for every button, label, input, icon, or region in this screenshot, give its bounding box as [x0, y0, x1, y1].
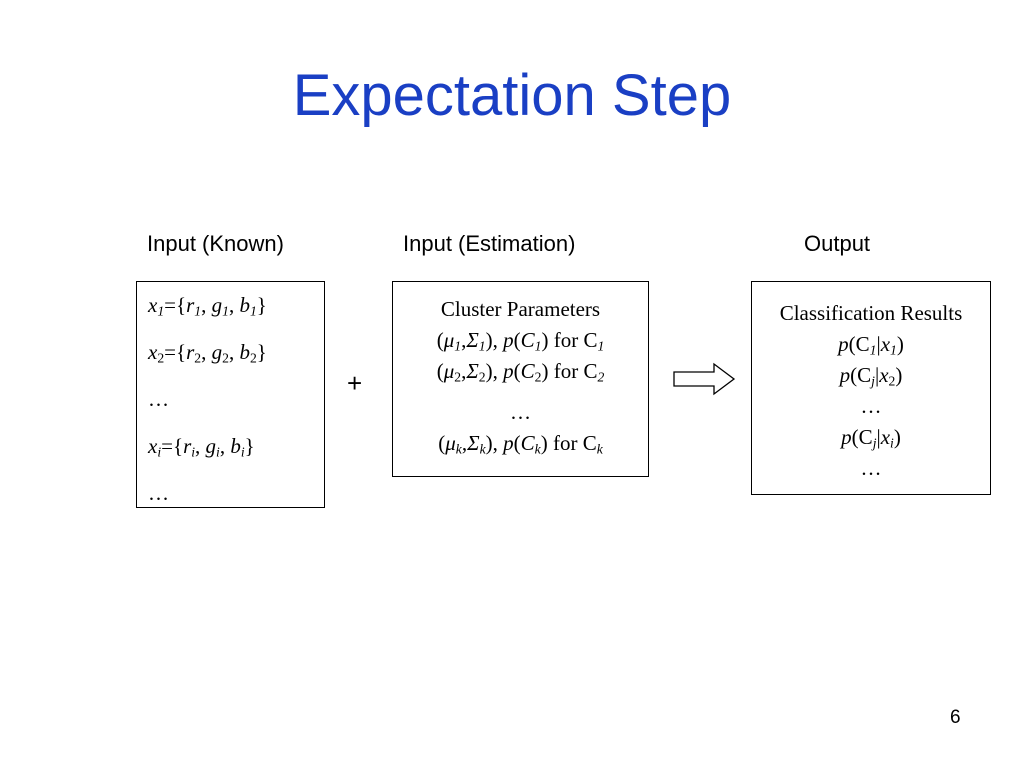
- output-row-2: p(Cj|x2): [839, 363, 903, 389]
- estimation-row-1: (μ1,Σ1), p(C1) for C1: [436, 328, 605, 354]
- output-ellipsis-2: …: [860, 456, 882, 480]
- output-box: Classification Results p(C1|x1) p(Cj|x2)…: [751, 281, 991, 495]
- known-row-1: x1={r1, g1, b1}: [148, 293, 267, 319]
- output-row-i: p(Cj|xi): [841, 425, 901, 451]
- slide-title: Expectation Step: [292, 63, 732, 128]
- estimation-row-2: (μ2,Σ2), p(C2) for C2: [436, 359, 605, 385]
- known-row-2: x2={r2, g2, b2}: [148, 340, 267, 366]
- estimation-header: Cluster Parameters: [440, 297, 601, 321]
- input-known-box: x1={r1, g1, b1} x2={r2, g2, b2} … xi={ri…: [136, 281, 325, 508]
- label-input-known: Input (Known): [147, 231, 284, 256]
- known-row-ellipsis-1: …: [148, 387, 169, 411]
- estimation-row-k: (μk,Σk), p(Ck) for Ck: [438, 431, 603, 457]
- plus-operator: +: [347, 368, 363, 398]
- known-row-i: xi={ri, gi, bi}: [148, 434, 255, 460]
- estimation-ellipsis: …: [510, 400, 531, 424]
- arrow-shape: [673, 362, 736, 396]
- right-arrow-icon: [673, 362, 736, 396]
- output-ellipsis-1: …: [860, 394, 882, 418]
- page-number: 6: [950, 707, 961, 728]
- known-row-ellipsis-2: …: [148, 481, 169, 505]
- output-row-1: p(C1|x1): [838, 332, 904, 358]
- estimation-box: Cluster Parameters (μ1,Σ1), p(C1) for C1…: [392, 281, 649, 477]
- label-output: Output: [804, 231, 871, 256]
- label-input-estimation: Input (Estimation): [403, 231, 576, 256]
- output-header: Classification Results: [779, 301, 963, 325]
